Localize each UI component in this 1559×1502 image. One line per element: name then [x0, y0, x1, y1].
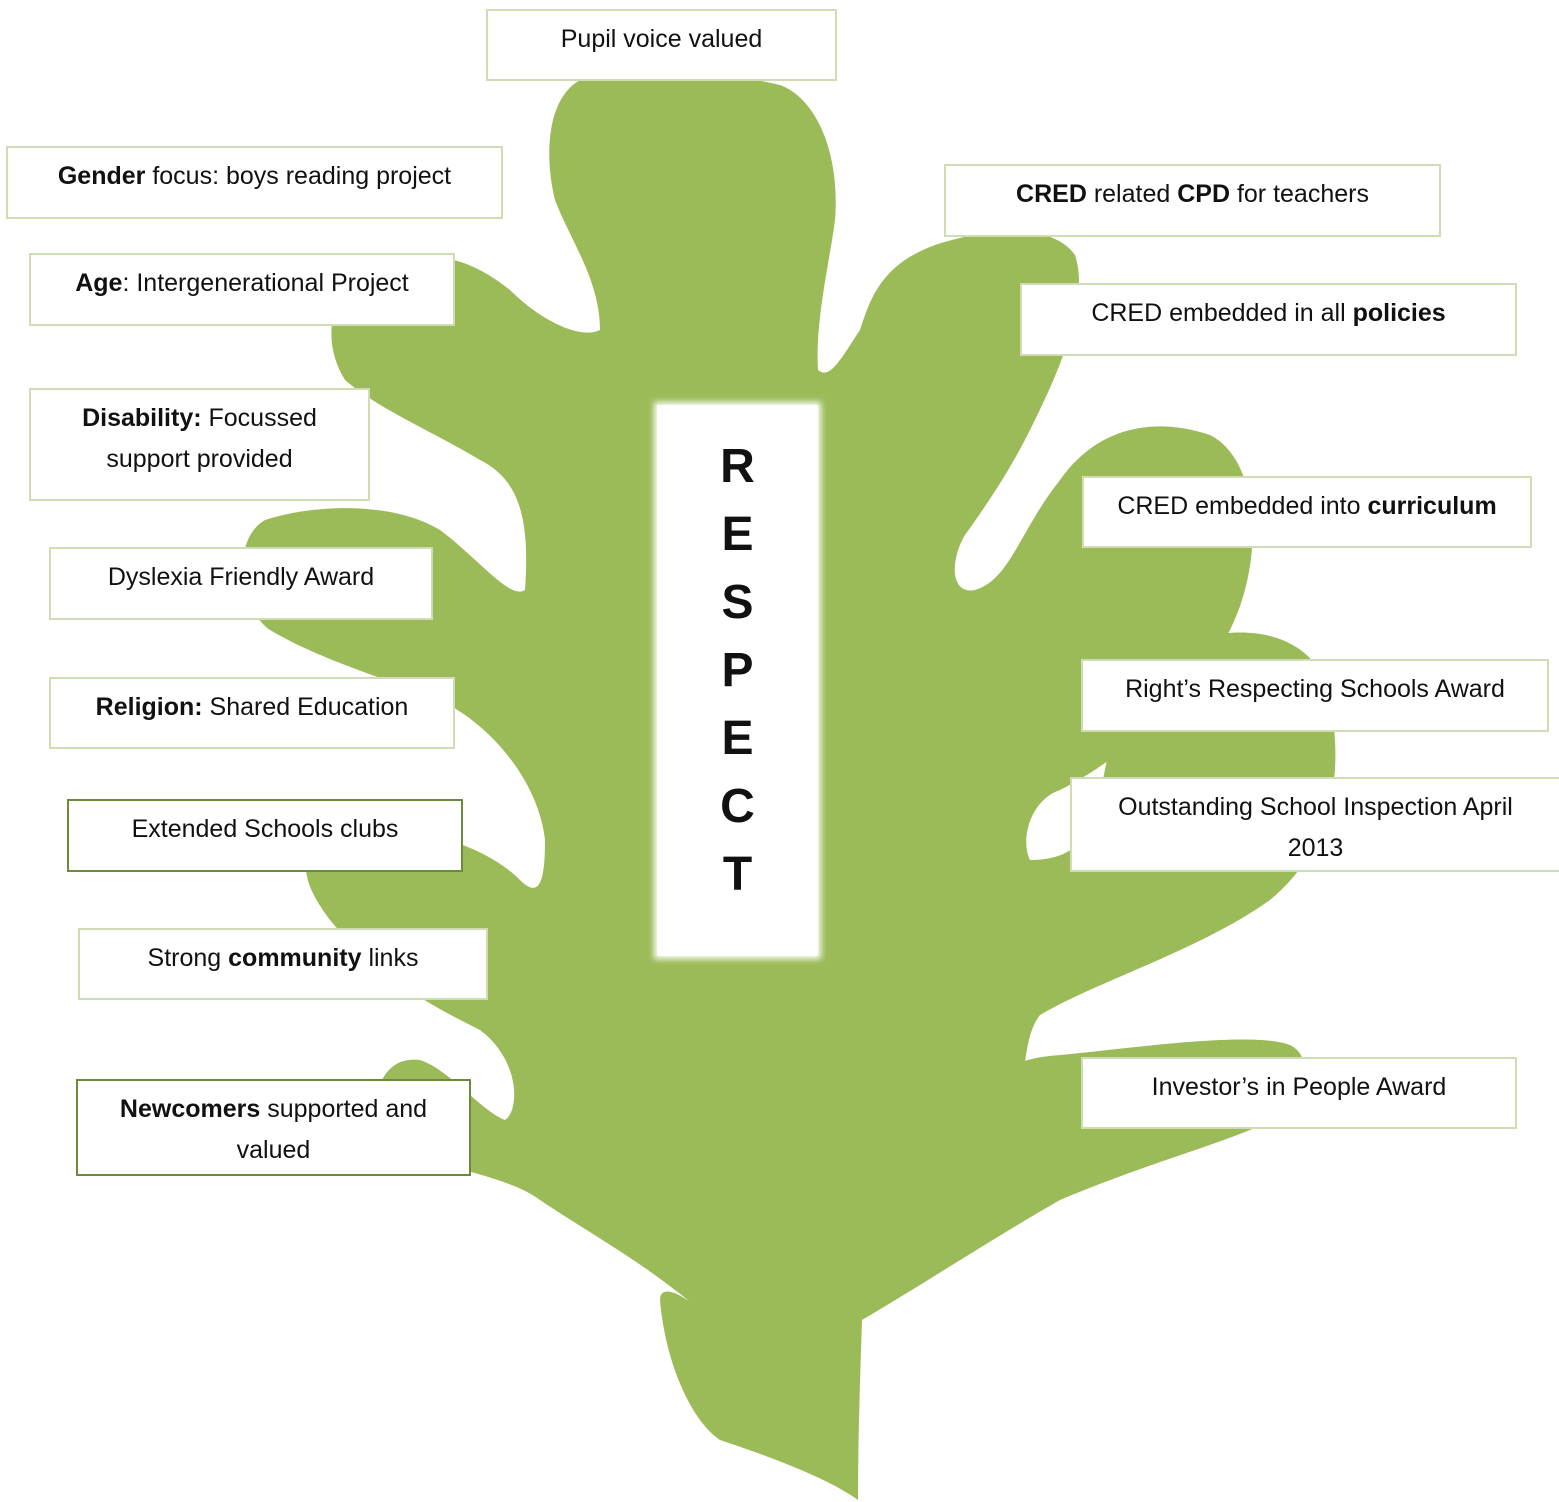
respect-letter: T [722, 848, 753, 901]
rights-respecting-box: Right’s Respecting Schools Award [1081, 659, 1549, 732]
respect-letter: P [721, 644, 754, 697]
newcomers-label: Newcomers supported and valued [119, 1095, 428, 1164]
religion-label: Religion: Shared Education [95, 693, 409, 721]
disability-label: Disability: Focussed support provided [82, 404, 317, 473]
pupil-voice-label: Pupil voice valued [560, 25, 763, 53]
extended-schools-box: Extended Schools clubs [67, 799, 463, 872]
extended-schools-label: Extended Schools clubs [131, 815, 399, 843]
age-label: Age: Intergenerational Project [75, 269, 409, 297]
cred-curriculum-box: CRED embedded into curriculum [1082, 476, 1532, 548]
pupil-voice-box: Pupil voice valued [486, 9, 837, 81]
cred-policies-label: CRED embedded in all policies [1091, 299, 1446, 327]
respect-letter: C [720, 780, 755, 833]
rights-respecting-label: Right’s Respecting Schools Award [1125, 675, 1505, 703]
gender-box: Gender focus: boys reading project [6, 146, 503, 219]
age-box: Age: Intergenerational Project [29, 253, 455, 326]
cred-curriculum-label: CRED embedded into curriculum [1117, 492, 1497, 520]
respect-letter: E [721, 712, 754, 765]
respect-letter: E [721, 508, 754, 561]
respect-letter: R [720, 440, 755, 493]
dyslexia-label: Dyslexia Friendly Award [107, 563, 375, 591]
newcomers-box: Newcomers supported and valued [76, 1079, 471, 1176]
gender-label: Gender focus: boys reading project [57, 162, 452, 190]
inspection-box: Outstanding School Inspection April 2013 [1070, 777, 1559, 872]
community-label: Strong community links [147, 944, 419, 972]
dyslexia-box: Dyslexia Friendly Award [49, 547, 433, 620]
community-box: Strong community links [78, 928, 488, 1000]
disability-box: Disability: Focussed support provided [29, 388, 370, 501]
respect-letter: S [721, 576, 754, 629]
cred-cpd-label: CRED related CPD for teachers [1016, 180, 1369, 208]
respect-panel: R E S P E C T [657, 405, 818, 956]
investors-box: Investor’s in People Award [1081, 1057, 1517, 1129]
inspection-label: Outstanding School Inspection April 2013 [1118, 793, 1513, 862]
religion-box: Religion: Shared Education [49, 677, 455, 749]
cred-cpd-box: CRED related CPD for teachers [944, 164, 1441, 237]
investors-label: Investor’s in People Award [1151, 1073, 1447, 1101]
cred-policies-box: CRED embedded in all policies [1020, 283, 1517, 356]
